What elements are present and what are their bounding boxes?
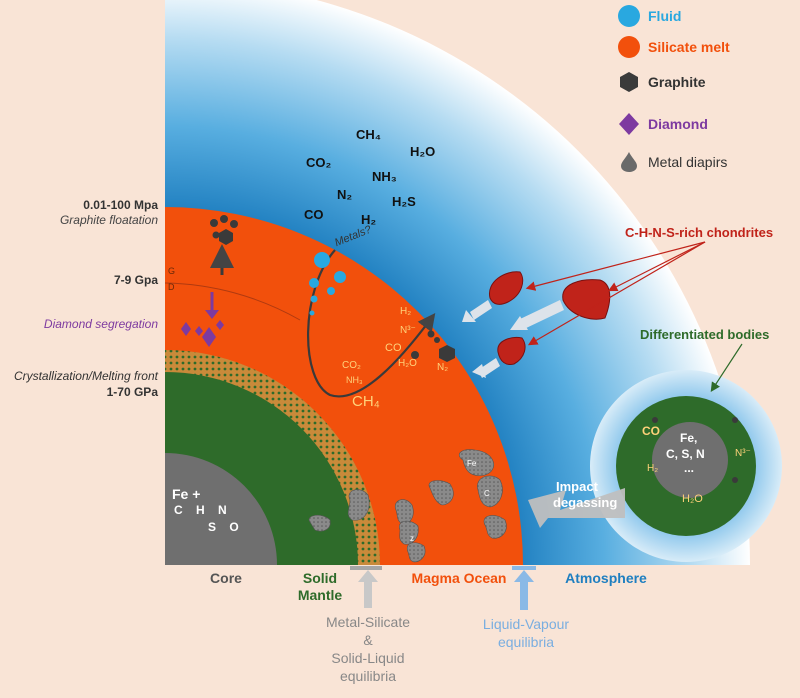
droplet-icon xyxy=(621,152,637,172)
metal-silicate-label-4: equilibria xyxy=(339,668,397,684)
pressure-deep-label: 1-70 GPa xyxy=(106,385,158,399)
pressure-top-label: 0.01-100 Mpa xyxy=(83,198,158,212)
diapir-fe-label: Fe xyxy=(467,459,477,468)
legend-metal-diapirs: Metal diapirs xyxy=(618,152,727,172)
impact-label-line2: degassing xyxy=(553,495,618,510)
ocean-ch4: CH₄ xyxy=(352,393,380,410)
diapir-c-label: C xyxy=(484,489,490,498)
chondrites xyxy=(489,271,611,365)
metal-diapirs xyxy=(308,449,507,563)
ocean-nh3: NH₃ xyxy=(346,375,363,385)
solid-mantle-label-2: Mantle xyxy=(297,587,343,603)
body-core-line1: Fe, xyxy=(680,431,698,445)
silicate-melt-circle-icon xyxy=(618,36,640,58)
body-core-line2: C, S, N xyxy=(666,447,705,461)
ocean-n3: N³⁻ xyxy=(400,325,416,336)
diamond-boundary-d: D xyxy=(168,282,175,292)
gas-h2o: H₂O xyxy=(410,144,436,159)
legend-fluid: Fluid xyxy=(618,5,681,27)
fluid-bubbles xyxy=(309,252,346,316)
pressure-mid-label: 7-9 Gpa xyxy=(113,273,158,287)
diamond-icon xyxy=(619,113,639,135)
graphite-boundary-g: G xyxy=(168,266,176,276)
graphite-floating xyxy=(210,215,238,245)
core-label: Core xyxy=(210,570,242,586)
graphite-right xyxy=(411,330,455,362)
gas-ch4: CH₄ xyxy=(356,127,381,142)
diamonds xyxy=(181,320,224,347)
atmosphere-label: Atmosphere xyxy=(565,570,647,586)
ocean-h2: H₂ xyxy=(400,306,412,317)
diapir-z-label: z xyxy=(410,534,414,543)
impact-degassing-arrow xyxy=(528,488,625,528)
core-composition-line2: C H N xyxy=(174,503,227,517)
metal-silicate-label-1: Metal-Silicate xyxy=(325,614,411,630)
legend-graphite: Graphite xyxy=(618,72,706,92)
differentiated-body-core xyxy=(652,422,728,498)
gas-h2: H₂ xyxy=(361,212,377,227)
gas-nh3: NH₃ xyxy=(372,169,397,184)
ocean-co: CO xyxy=(385,342,402,354)
core-composition-line3: S O xyxy=(208,520,239,534)
gas-n2: N₂ xyxy=(337,187,353,202)
liquid-vapour-label-2: equilibria xyxy=(497,634,555,650)
gas-h2s: H₂S xyxy=(392,194,416,209)
chondrite-trails xyxy=(462,300,564,378)
ocean-co2: CO₂ xyxy=(342,360,361,371)
metal-silicate-label-2: & xyxy=(363,632,373,648)
gas-co: CO xyxy=(304,207,324,222)
legend-diamond: Diamond xyxy=(618,113,708,135)
core-composition-line1: Fe + xyxy=(172,486,201,502)
convection-loop xyxy=(307,249,436,398)
body-h2o: H₂O xyxy=(682,493,703,505)
metal-silicate-label-3: Solid-Liquid xyxy=(331,650,405,666)
ocean-h2o: H₂O xyxy=(398,358,417,369)
magma-ocean-label: Magma Ocean xyxy=(411,570,507,586)
solid-mantle-label-1: Solid xyxy=(302,570,338,586)
diamond-segregation-label: Diamond segregation xyxy=(43,317,158,331)
body-n3: N³⁻ xyxy=(735,448,751,459)
body-core-line3: ... xyxy=(684,461,695,475)
ocean-n2: N₂ xyxy=(437,362,449,373)
impact-label-line1: Impact xyxy=(556,479,598,494)
graphite-diamond-boundary xyxy=(164,282,301,321)
legend-silicate-melt: Silicate melt xyxy=(618,36,730,58)
fluid-circle-icon xyxy=(618,5,640,27)
liquid-vapour-label-1: Liquid-Vapour xyxy=(482,616,570,632)
differentiated-bodies-title: Differentiated bodies xyxy=(640,327,770,342)
crystallization-front-label: Crystallization/Melting front xyxy=(13,369,158,383)
core-region xyxy=(165,453,277,565)
gas-co2: CO₂ xyxy=(306,155,332,170)
hexagon-icon xyxy=(620,72,638,92)
body-h2: H₂ xyxy=(647,463,659,474)
graphite-floatation-label: Graphite floatation xyxy=(59,213,158,227)
chondrites-label: C-H-N-S-rich chondrites xyxy=(625,225,774,240)
body-co: CO xyxy=(642,424,660,438)
